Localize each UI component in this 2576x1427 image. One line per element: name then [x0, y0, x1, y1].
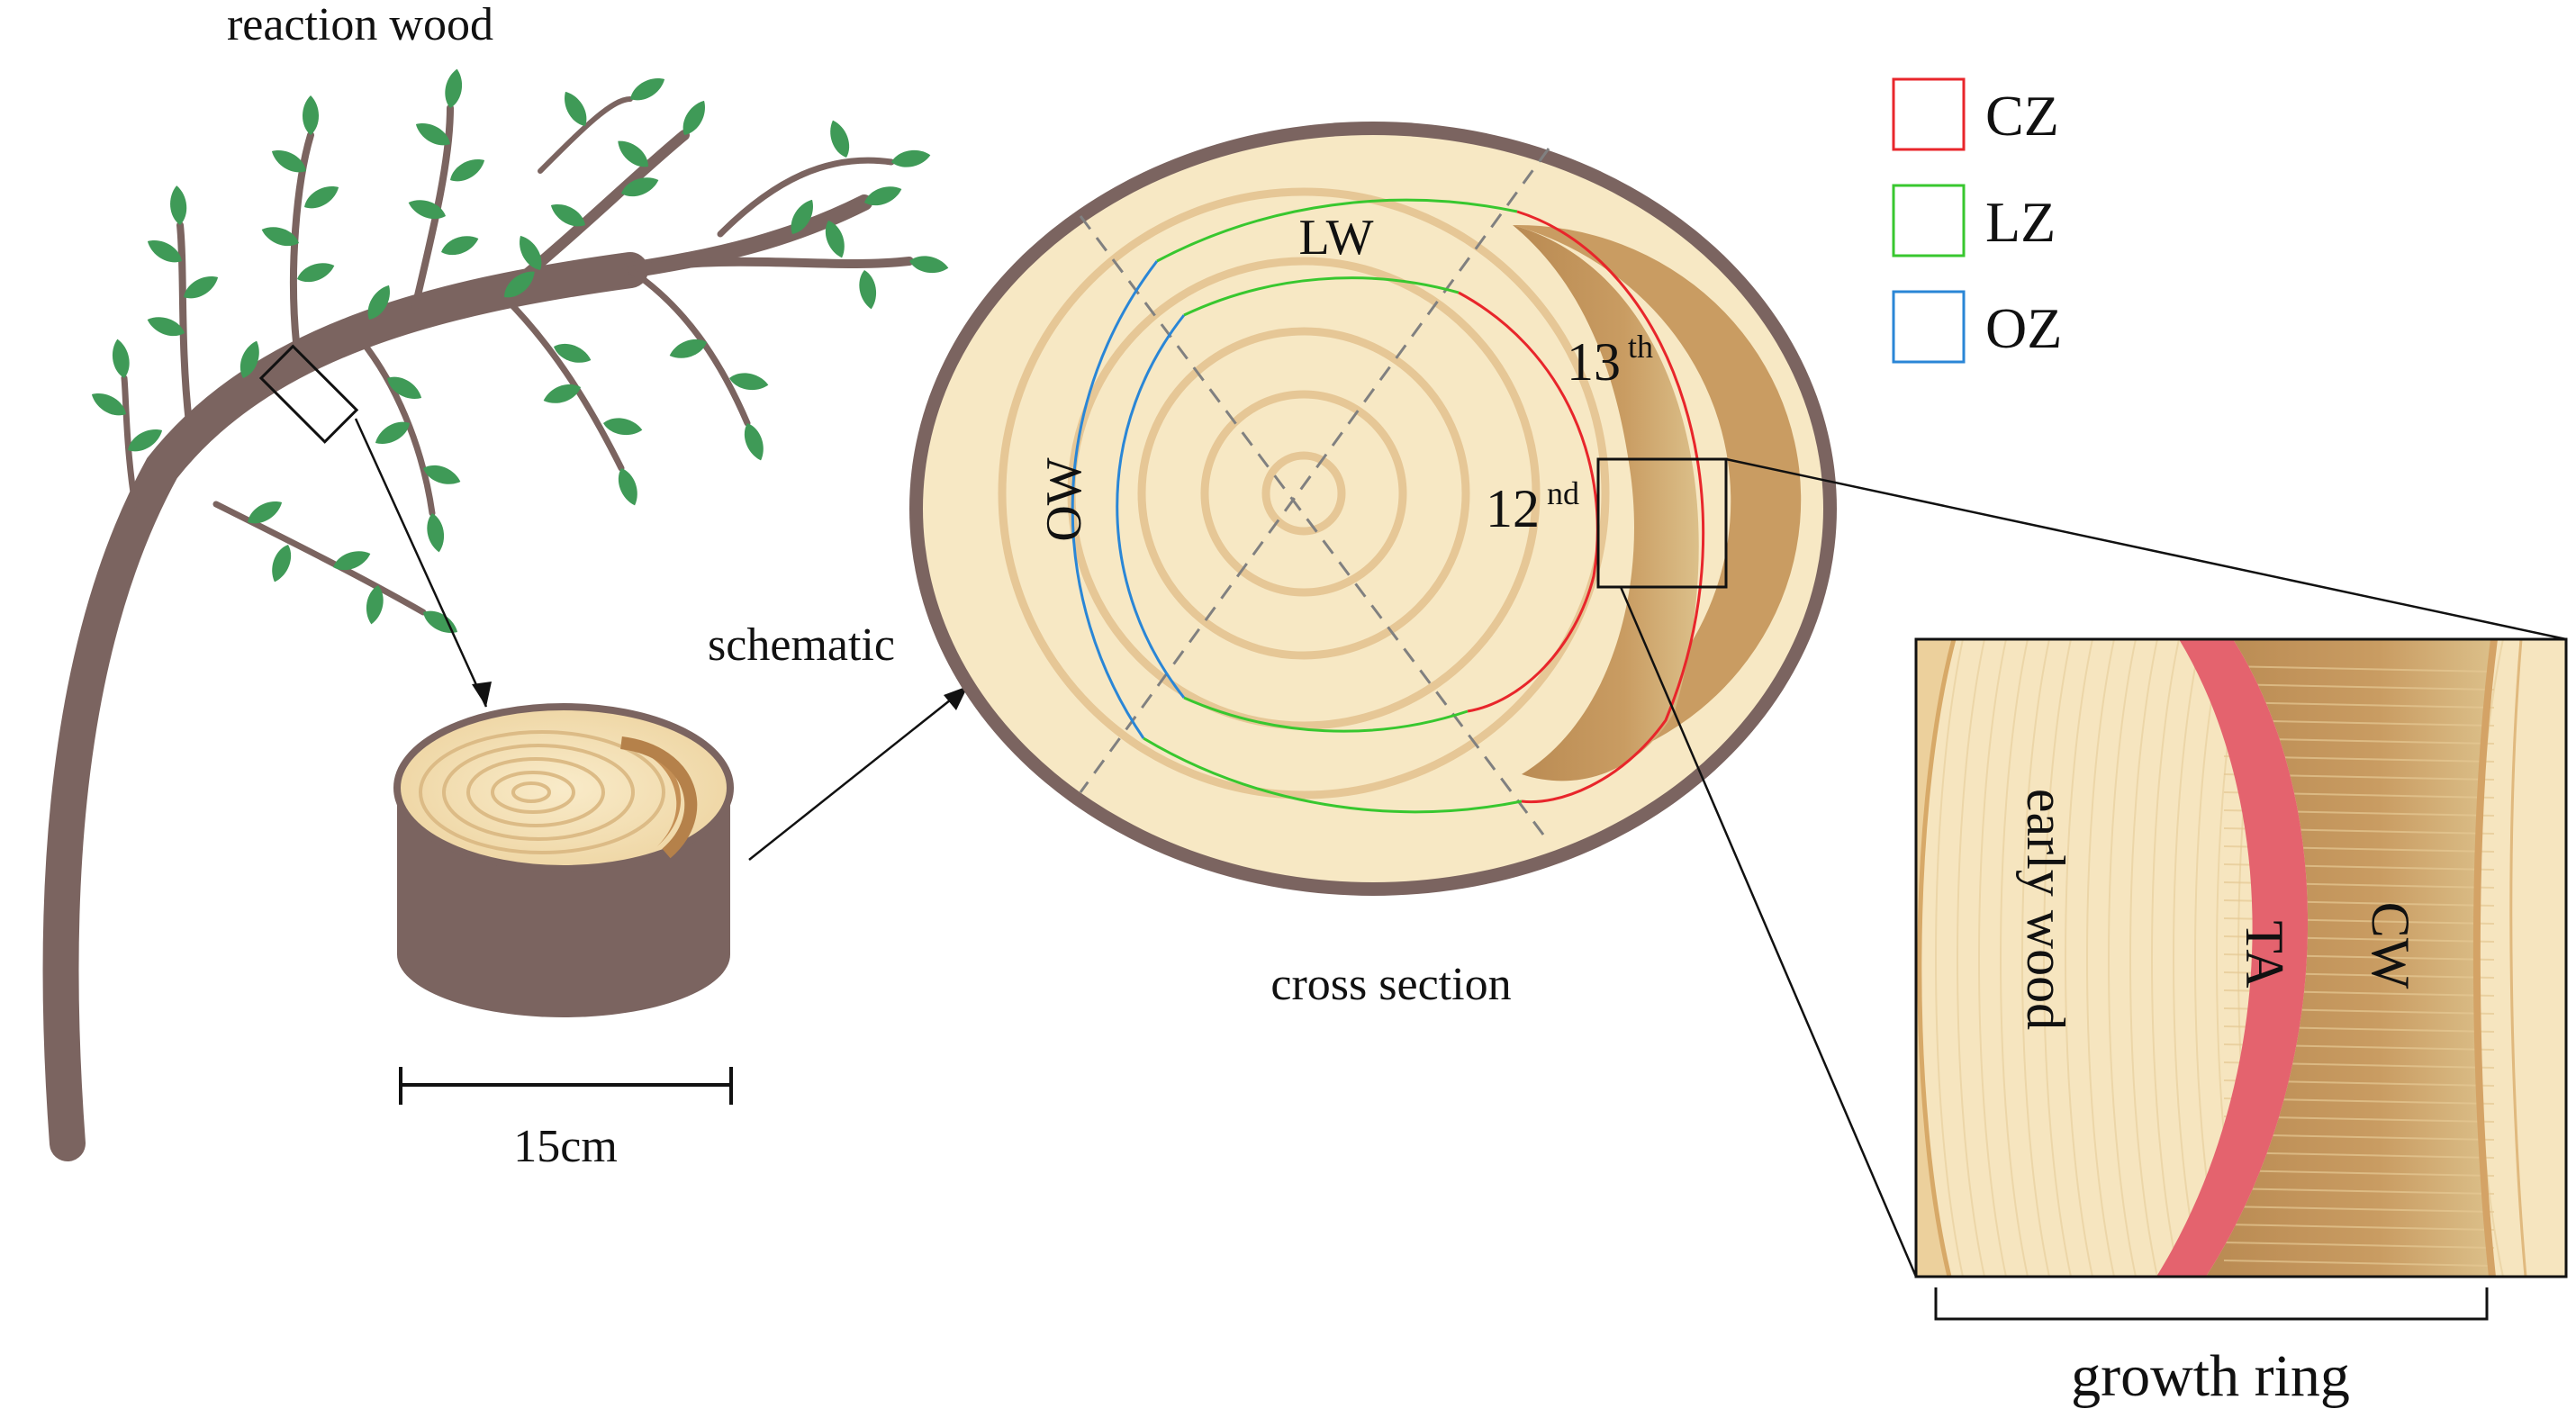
ring-13-label: 13 th	[1567, 329, 1653, 392]
scale-bar	[399, 1067, 733, 1105]
ring-12-label: 12 nd	[1486, 475, 1579, 538]
arrow-to-cross-section	[748, 685, 969, 861]
leaves	[87, 68, 950, 639]
log-stump-illustration	[393, 703, 734, 1017]
ta-label: TA	[2235, 920, 2294, 988]
legend-label-cz: CZ	[1985, 84, 2059, 148]
legend-label-lz: LZ	[1985, 190, 2056, 254]
legend: CZ LZ OZ	[1892, 77, 2062, 364]
svg-text:12: 12	[1486, 479, 1540, 538]
legend-swatch-cz	[1892, 77, 1966, 151]
tree-illustration	[42, 68, 950, 1161]
legend-label-oz: OZ	[1985, 296, 2062, 360]
scale-label: 15cm	[513, 1121, 618, 1172]
growth-ring-label: growth ring	[2071, 1343, 2350, 1409]
branches	[42, 96, 914, 1161]
cw-label: CW	[2361, 902, 2420, 989]
zoom-source-box	[1596, 457, 1728, 589]
reaction-wood-label: reaction wood	[227, 0, 493, 50]
growth-ring-bracket	[1934, 1287, 2489, 1321]
magnify-lines	[1619, 457, 2567, 1278]
growth-ring-detail	[1914, 637, 2568, 1278]
svg-text:nd: nd	[1547, 475, 1579, 511]
lw-label: LW	[1299, 210, 1374, 266]
svg-text:th: th	[1628, 329, 1653, 365]
cross-section-diagram	[909, 122, 1837, 896]
early-wood-label: early wood	[2016, 789, 2075, 1030]
sample-box	[258, 344, 359, 444]
legend-swatch-oz	[1892, 290, 1966, 364]
svg-text:13: 13	[1567, 332, 1621, 392]
legend-swatch-lz	[1892, 184, 1966, 257]
schematic-label: schematic	[708, 619, 895, 671]
cross-section-label: cross section	[1270, 959, 1511, 1010]
ow-label: OW	[1036, 457, 1092, 541]
arrow-to-stump	[354, 418, 488, 708]
